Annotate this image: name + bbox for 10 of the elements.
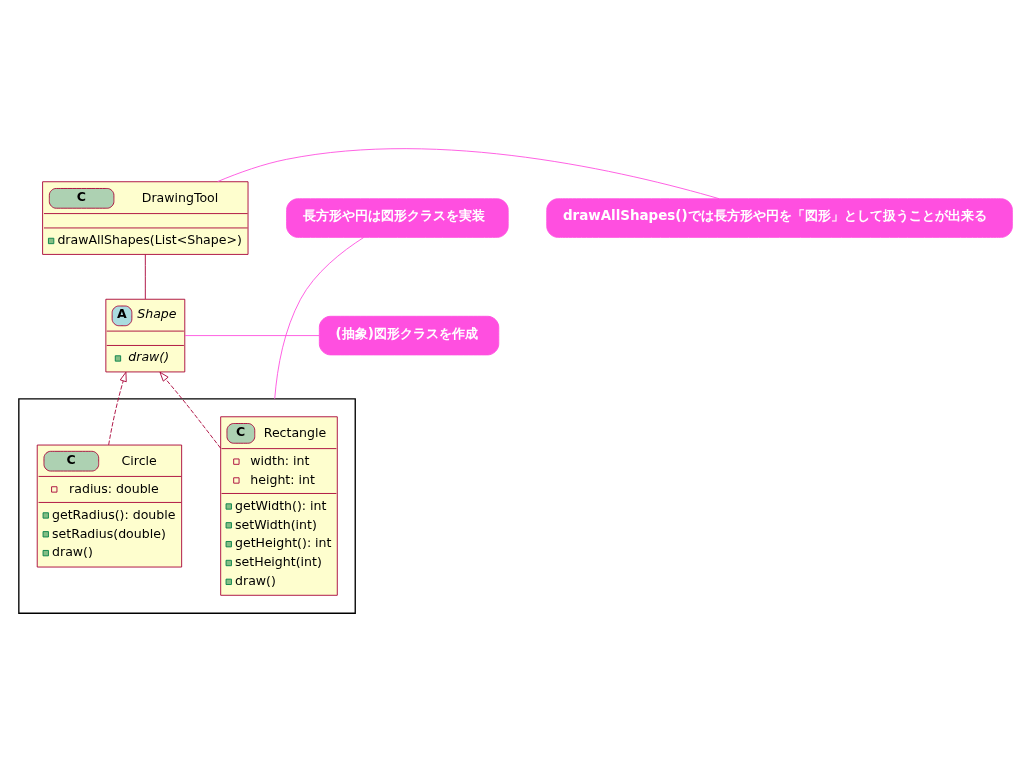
node-box: (抽象)図形クラスを作成 [318,315,500,355]
node-box: 長方形や円は図形クラスを実装 [286,197,509,238]
connector [274,236,365,399]
connector [184,334,320,336]
arrow [159,371,222,449]
connector [144,253,146,299]
cluster [18,397,356,614]
arrow [108,371,127,445]
node-box: drawAllShapes()では長方形や円を「図形」として扱うことが出来る [546,197,1013,238]
connector [217,147,720,199]
